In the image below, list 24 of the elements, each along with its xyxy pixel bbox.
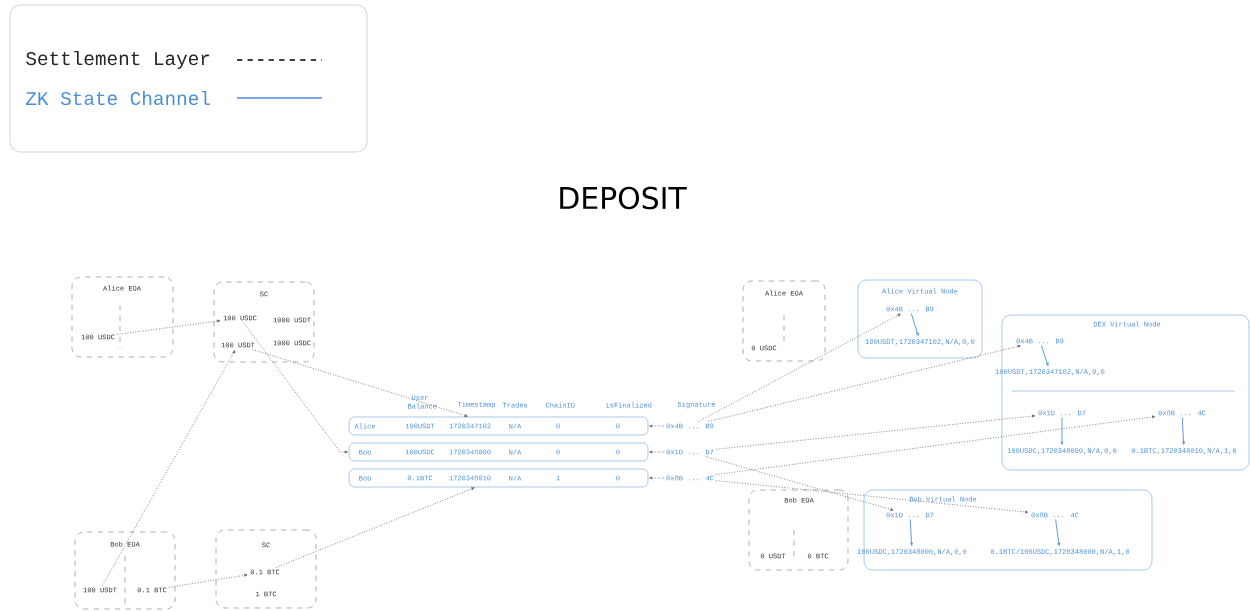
arrow — [168, 573, 248, 588]
arrow — [649, 450, 665, 454]
arrow — [1041, 345, 1049, 366]
legend-text: ZK State Channel — [26, 90, 210, 106]
arrow — [715, 480, 1029, 514]
arrow — [242, 322, 348, 454]
arrow — [698, 313, 901, 422]
arrow — [715, 414, 1036, 450]
arrow — [715, 415, 1156, 475]
arrow — [1181, 417, 1185, 445]
arrow — [649, 424, 665, 428]
arrow — [705, 456, 894, 511]
arrow — [910, 313, 919, 336]
title: DEPOSIT — [560, 186, 687, 210]
arrow — [708, 345, 1021, 422]
arrow — [1055, 519, 1061, 546]
arrow — [649, 476, 665, 480]
arrow — [116, 319, 221, 335]
arrow — [1060, 417, 1064, 445]
arrow — [102, 350, 236, 586]
arrow — [252, 349, 468, 417]
legend-text: Settlement Layer — [26, 51, 210, 69]
arrow — [275, 487, 475, 568]
arrow — [909, 519, 913, 546]
